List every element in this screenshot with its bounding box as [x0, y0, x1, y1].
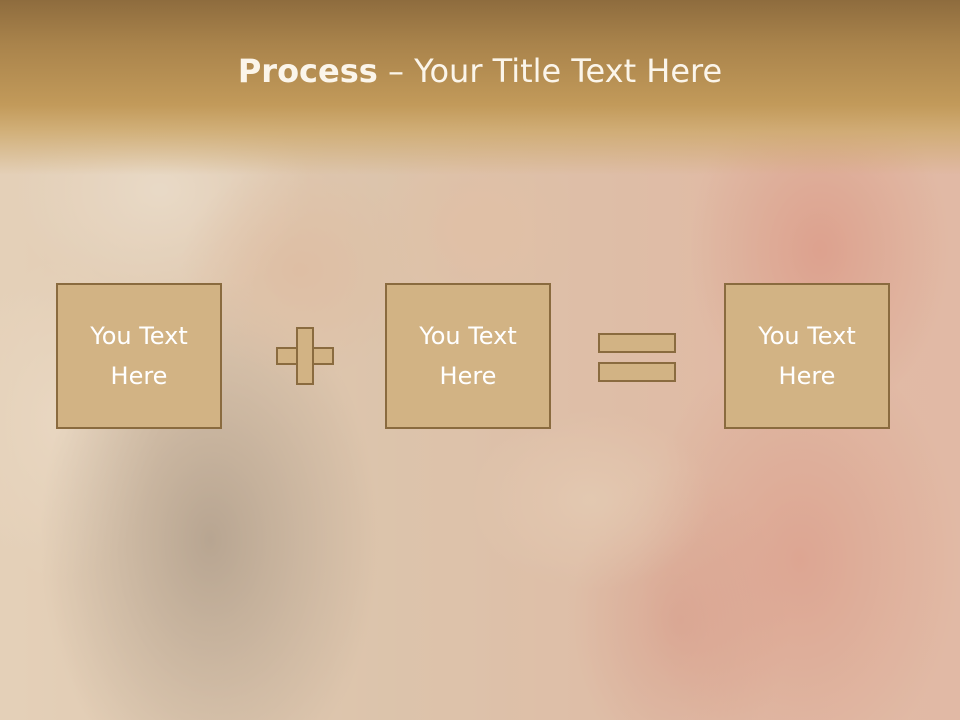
process-box-2[interactable]: You Text Here [385, 283, 551, 429]
equals-icon [598, 333, 676, 383]
box-line-2: Here [439, 362, 497, 390]
title-rest: – Your Title Text Here [377, 52, 723, 90]
box-line-1: You Text [758, 322, 856, 350]
process-box-text: You Text Here [69, 316, 209, 396]
process-box-text: You Text Here [398, 316, 538, 396]
box-line-1: You Text [419, 322, 517, 350]
box-line-2: Here [778, 362, 836, 390]
process-box-1[interactable]: You Text Here [56, 283, 222, 429]
box-line-1: You Text [90, 322, 188, 350]
plus-icon [276, 327, 334, 385]
box-line-2: Here [110, 362, 168, 390]
title-bold: Process [237, 52, 378, 90]
slide-title[interactable]: Process – Your Title Text Here [0, 52, 960, 90]
title-band [0, 0, 960, 175]
equals-bar-top [598, 333, 676, 353]
process-box-3[interactable]: You Text Here [724, 283, 890, 429]
process-box-text: You Text Here [737, 316, 877, 396]
equals-bar-bottom [598, 362, 676, 382]
